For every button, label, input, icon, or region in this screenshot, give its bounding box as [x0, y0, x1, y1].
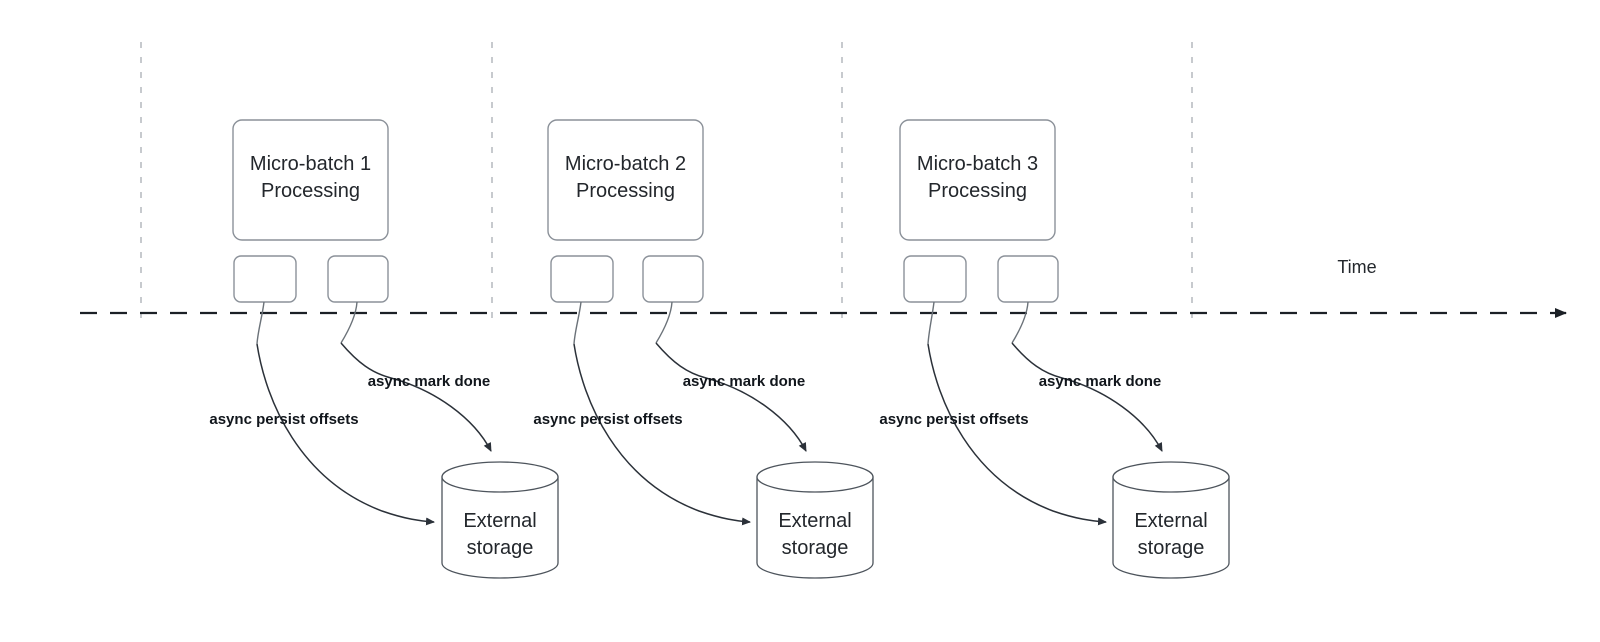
storage-cylinder-3-top [1112, 461, 1230, 493]
edge-label-3-mark-done: async mark done [1039, 373, 1162, 390]
edge-label-2-mark-done: async mark done [683, 373, 806, 390]
process-box-1[interactable] [232, 119, 389, 241]
storage-cylinder-3[interactable]: External storage [1112, 461, 1230, 579]
stem-2-persist [573, 301, 582, 345]
process-box-2[interactable] [547, 119, 704, 241]
storage-cylinder-2-body [756, 476, 874, 579]
process-box-3[interactable] [899, 119, 1056, 241]
flow-2-mark-done [655, 342, 807, 452]
storage-cylinder-1-label-line2: storage [467, 537, 534, 559]
task-box-1-mark[interactable] [327, 255, 389, 303]
storage-cylinder-1-body [441, 476, 559, 579]
edge-label-2-persist-offsets: async persist offsets [533, 411, 682, 428]
stem-1-mark [340, 301, 358, 344]
process-box-3-label-line1: Micro-batch 3 [917, 153, 1038, 175]
group-1: Micro-batch 1 Processing async persist o… [209, 119, 559, 579]
process-box-2-label-line1: Micro-batch 2 [565, 153, 686, 175]
task-box-3-persist[interactable] [903, 255, 967, 303]
divider-lines [140, 42, 1193, 325]
stem-2-mark [655, 301, 673, 344]
storage-cylinder-2-label-line1: External [778, 510, 851, 532]
process-box-1-label-line2: Processing [261, 180, 360, 202]
stem-3-persist [927, 301, 935, 345]
flow-3-persist-offsets [927, 343, 1107, 526]
group-3: Micro-batch 3 Processing async persist o… [879, 119, 1230, 579]
task-box-2-mark[interactable] [642, 255, 704, 303]
edge-label-3-persist-offsets: async persist offsets [879, 411, 1028, 428]
storage-cylinder-2[interactable]: External storage [756, 461, 874, 579]
flow-1-mark-done [340, 342, 492, 452]
flow-2-persist-offsets [573, 343, 751, 526]
timeline-label: Time [1337, 257, 1376, 277]
storage-cylinder-1-top [441, 461, 559, 493]
timeline-axis: Time [80, 257, 1567, 318]
edge-label-1-mark-done: async mark done [368, 373, 491, 390]
flow-3-mark-done [1011, 342, 1163, 452]
storage-cylinder-2-label-line2: storage [782, 537, 849, 559]
storage-cylinder-3-label-line2: storage [1138, 537, 1205, 559]
process-box-1-label-line1: Micro-batch 1 [250, 153, 371, 175]
stem-3-mark [1011, 301, 1029, 344]
task-box-3-mark[interactable] [997, 255, 1059, 303]
group-2: Micro-batch 2 Processing async persist o… [533, 119, 874, 579]
flow-1-persist-offsets [256, 343, 435, 526]
storage-cylinder-3-label-line1: External [1134, 510, 1207, 532]
edge-label-1-persist-offsets: async persist offsets [209, 411, 358, 428]
process-box-2-label-line2: Processing [576, 180, 675, 202]
task-box-1-persist[interactable] [233, 255, 297, 303]
process-box-3-label-line2: Processing [928, 180, 1027, 202]
storage-cylinder-1[interactable]: External storage [441, 461, 559, 579]
stem-1-persist [256, 301, 265, 345]
task-box-2-persist[interactable] [550, 255, 614, 303]
storage-cylinder-1-label-line1: External [463, 510, 536, 532]
storage-cylinder-2-top [756, 461, 874, 493]
storage-cylinder-3-body [1112, 476, 1230, 579]
